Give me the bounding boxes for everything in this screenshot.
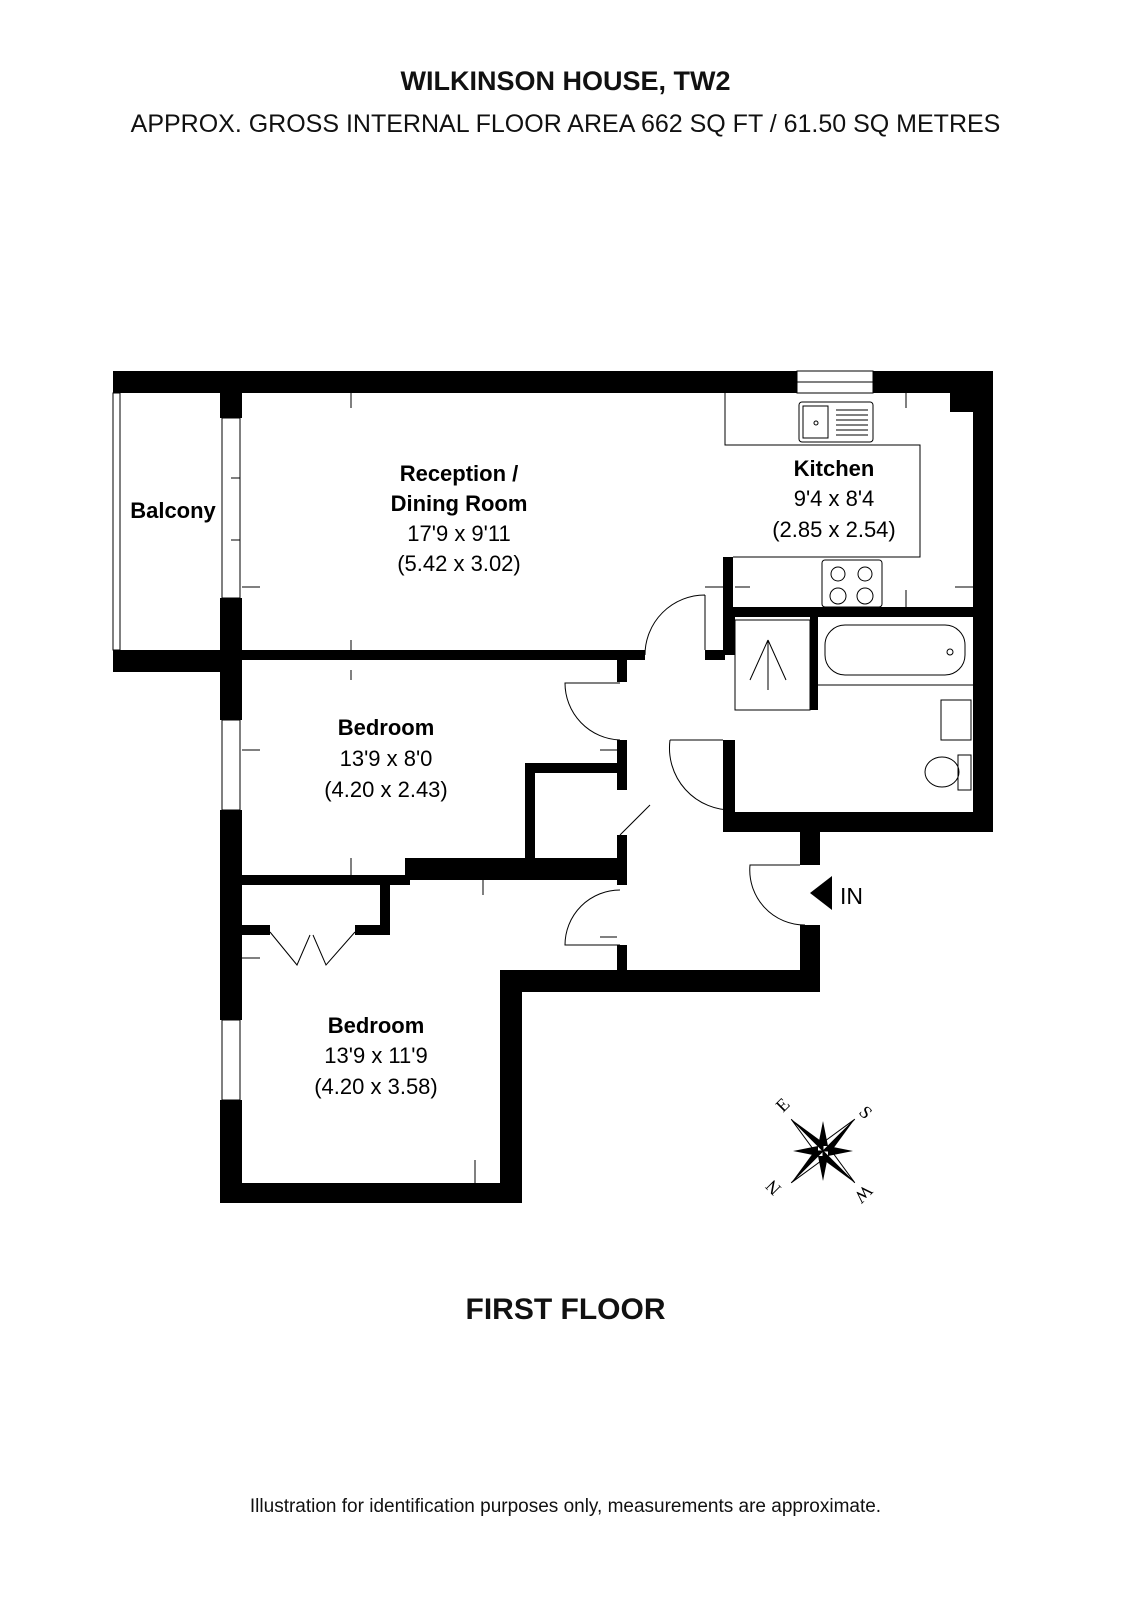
bathroom-fixtures — [734, 617, 973, 791]
sink-icon — [798, 401, 874, 443]
walls — [113, 371, 993, 1203]
entrance-arrow-icon — [810, 876, 832, 910]
disclaimer: Illustration for identification purposes… — [249, 1496, 882, 1517]
kitchen-imperial: 9'4 x 8'4 — [794, 486, 875, 511]
bedroom1-imperial: 13'9 x 8'0 — [340, 746, 433, 771]
compass-w: W — [850, 1181, 876, 1207]
balcony-label: Balcony — [130, 498, 216, 523]
doors — [269, 594, 806, 966]
floor-label: FIRST FLOOR — [465, 1293, 666, 1326]
compass-s: S — [855, 1102, 876, 1123]
toilet-icon — [924, 756, 960, 788]
bedroom1-name: Bedroom — [338, 715, 435, 740]
shower-icon — [734, 619, 811, 711]
reception-name-line2: Dining Room — [391, 491, 528, 516]
windows — [112, 370, 874, 1101]
floor-area-subtitle: APPROX. GROSS INTERNAL FLOOR AREA 662 SQ… — [130, 110, 1001, 138]
hob-icon — [821, 559, 883, 608]
reception-name-line1: Reception / — [400, 461, 519, 486]
kitchen-fixtures — [724, 393, 921, 608]
kitchen-name: Kitchen — [794, 456, 875, 481]
compass-n: N — [761, 1176, 784, 1199]
bedroom2-imperial: 13'9 x 11'9 — [324, 1043, 427, 1068]
property-title: WILKINSON HOUSE, TW2 — [400, 66, 731, 96]
reception-metric: (5.42 x 3.02) — [397, 551, 521, 576]
bedroom2-metric: (4.20 x 3.58) — [314, 1074, 438, 1099]
bedroom1-metric: (4.20 x 2.43) — [324, 777, 448, 802]
bath-icon — [824, 624, 966, 676]
kitchen-metric: (2.85 x 2.54) — [772, 517, 896, 542]
compass-e: E — [772, 1094, 794, 1116]
compass-icon — [790, 1118, 856, 1184]
measurement-arrows — [242, 393, 973, 1183]
bedroom2-name: Bedroom — [328, 1013, 425, 1038]
reception-imperial: 17'9 x 9'11 — [407, 521, 510, 546]
entrance-label: IN — [840, 883, 863, 909]
basin-icon — [940, 699, 972, 741]
